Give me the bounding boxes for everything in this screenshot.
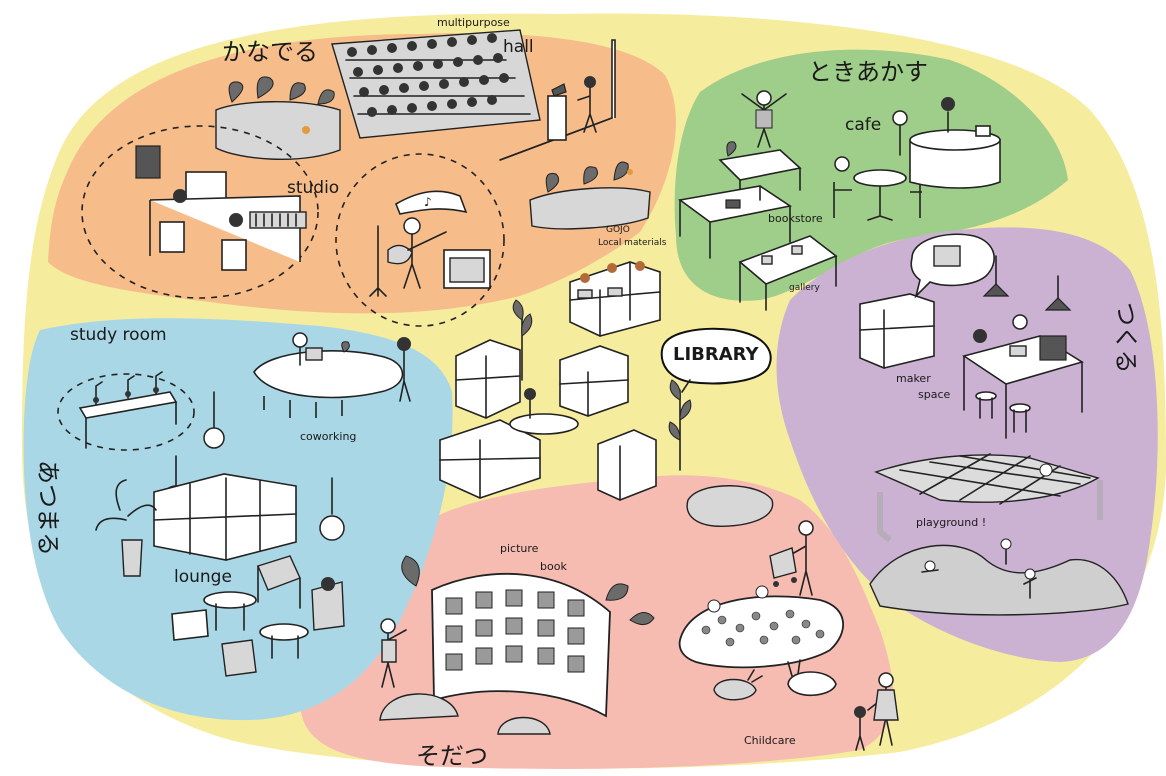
- floor-cushions-icon: [379, 693, 551, 735]
- stroller-parent-icon: [769, 520, 814, 596]
- zone-title-tsukuru: つくる: [1112, 302, 1140, 374]
- picture-book-wall-icon: [401, 555, 655, 718]
- label-book: book: [540, 560, 567, 573]
- local-materials-shelf-icon: [569, 261, 661, 337]
- cushion-seat-icon: [686, 485, 774, 527]
- gallery-table-icon: [738, 235, 838, 311]
- music-dashed-circle: [335, 153, 505, 327]
- label-hall: hall: [503, 37, 534, 57]
- zone-title-kanaderu: かなでる: [222, 38, 318, 66]
- label-gallery: gallery: [789, 283, 820, 293]
- lounge-shelf-icon: [95, 473, 297, 577]
- zone-title-tokiakasu: ときあかす: [808, 58, 928, 86]
- library-shelves-icon: [439, 339, 657, 501]
- study-room-dashed-circle: [57, 373, 195, 451]
- person-cheering-icon: [741, 90, 787, 148]
- idea-bubble-icon: [910, 233, 995, 299]
- label-cafe: cafe: [845, 115, 881, 135]
- audience-crowd-icon: [331, 29, 541, 139]
- library-title: LIBRARY: [673, 344, 760, 365]
- studio-desk-icon: [135, 145, 307, 271]
- cafe-counter-icon: [892, 97, 1001, 189]
- zone-title-sodatsu: そだつ: [416, 742, 488, 770]
- guitarist-icon: ♪: [369, 190, 491, 297]
- lounge-seating-icon: [171, 555, 345, 677]
- ball-pit-icon: [678, 585, 844, 669]
- potted-tree-icon: [512, 299, 692, 471]
- label-lounge: lounge: [174, 567, 232, 587]
- label-space: space: [918, 388, 951, 401]
- label-playground: playground !: [916, 516, 986, 529]
- cafe-table-icon: [833, 156, 922, 221]
- label-maker: maker: [896, 372, 931, 385]
- label-picture: picture: [500, 542, 539, 555]
- bunny-icon: [713, 659, 837, 701]
- library-badge: [660, 327, 772, 393]
- label-study-room: study room: [70, 325, 167, 345]
- label-gojo: GOJO: [606, 225, 630, 235]
- coworking-table-icon: [253, 332, 411, 418]
- child-reading-icon: [380, 618, 407, 688]
- maker-workbench-icon: [962, 314, 1084, 439]
- studio-dashed-circle: [81, 125, 319, 299]
- net-playground-icon: [874, 453, 1103, 543]
- maker-shelf-icon: [859, 293, 935, 369]
- label-studio: studio: [287, 178, 339, 198]
- study-desk-icon: [78, 371, 178, 449]
- planter-icon: [215, 76, 341, 160]
- pendant-lamp-icon: [982, 255, 1072, 311]
- planter-icon-2: [529, 161, 651, 230]
- label-local-materials: Local materials: [598, 238, 667, 248]
- label-multipurpose: multipurpose: [437, 16, 510, 29]
- label-coworking: coworking: [300, 430, 356, 443]
- bookstore-tables-icon: [678, 141, 802, 259]
- parent-child-icon: [854, 672, 899, 751]
- zone-title-atsumaru: あつまる: [34, 460, 62, 556]
- label-childcare: Childcare: [744, 734, 796, 747]
- svg-text:♪: ♪: [424, 195, 432, 209]
- lecture-stage-icon: [499, 39, 616, 161]
- hill-playground-icon: [869, 538, 1129, 616]
- label-bookstore: bookstore: [768, 212, 823, 225]
